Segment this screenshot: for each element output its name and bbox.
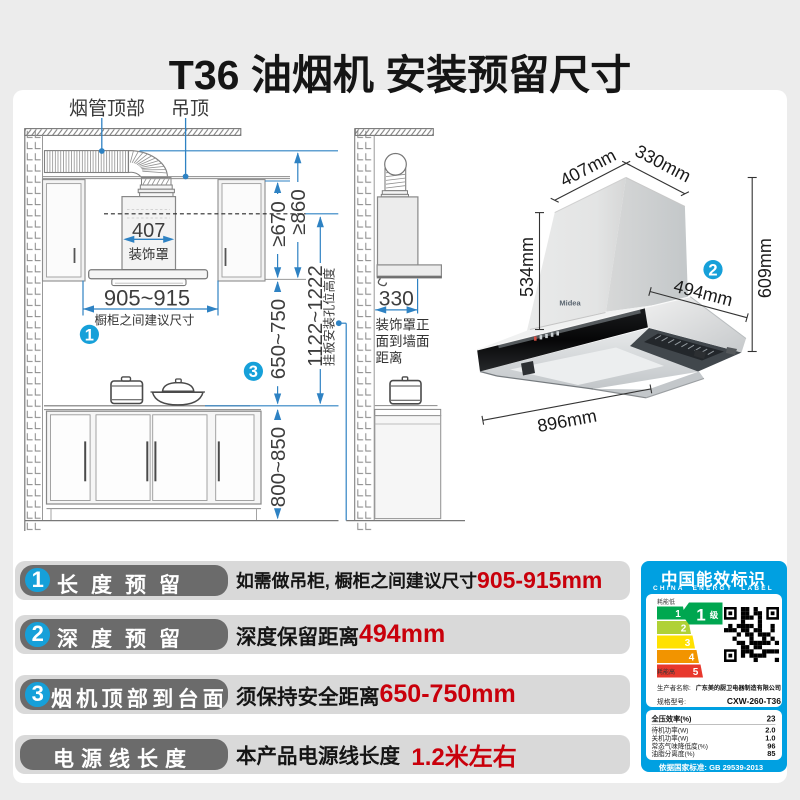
svg-text:650~750: 650~750 [267,299,290,379]
svg-text:85: 85 [767,749,775,758]
svg-text:耗能高: 耗能高 [657,668,675,676]
svg-text:2: 2 [681,624,687,635]
svg-text:待机功率(W): 待机功率(W) [652,726,689,735]
svg-text:关机功率(W): 关机功率(W) [652,733,689,742]
svg-text:534mm: 534mm [517,237,537,297]
svg-text:装饰罩正: 装饰罩正 [376,318,430,333]
svg-text:330: 330 [379,287,414,310]
svg-text:905~915: 905~915 [104,286,190,311]
svg-text:407: 407 [132,220,165,242]
svg-text:2.0: 2.0 [765,726,775,735]
svg-text:距离: 距离 [376,350,403,366]
svg-text:面到墙面: 面到墙面 [376,334,430,349]
svg-text:常态气味降低度(%): 常态气味降低度(%) [652,741,708,750]
svg-text:耗能低: 耗能低 [657,598,675,606]
svg-text:装饰罩: 装饰罩 [128,247,169,262]
svg-text:4: 4 [689,653,695,664]
svg-text:1: 1 [696,606,705,625]
svg-text:1: 1 [85,326,94,344]
svg-text:级: 级 [709,610,719,620]
svg-text:Midea: Midea [559,299,581,308]
svg-text:1: 1 [675,609,681,620]
svg-text:吊顶: 吊顶 [171,99,209,120]
svg-text:3: 3 [249,363,258,381]
svg-text:全压效率(%): 全压效率(%) [651,715,693,724]
svg-text:依据国家标准: GB 29539-2013: 依据国家标准: GB 29539-2013 [659,762,763,772]
svg-text:广东美的厨卫电器制造有限公司: 广东美的厨卫电器制造有限公司 [696,684,781,692]
svg-text:橱柜之间建议尺寸: 橱柜之间建议尺寸 [94,314,194,328]
svg-text:CXW-260-T36: CXW-260-T36 [727,696,781,706]
svg-text:挂板安装孔位高度: 挂板安装孔位高度 [322,268,337,366]
svg-text:2: 2 [708,262,717,280]
svg-text:800~850: 800~850 [267,427,290,507]
svg-text:3: 3 [685,638,691,649]
svg-text:1122~1222: 1122~1222 [304,265,327,367]
svg-text:≥860: ≥860 [287,189,310,234]
svg-text:609mm: 609mm [755,238,775,298]
svg-text:5: 5 [693,667,699,678]
svg-text:23: 23 [767,715,776,724]
svg-text:规格型号:: 规格型号: [657,697,686,706]
svg-text:96: 96 [767,741,775,750]
svg-text:烟管顶部: 烟管顶部 [69,98,145,120]
svg-text:1.0: 1.0 [765,733,775,742]
svg-text:生产者名称:: 生产者名称: [657,683,691,692]
svg-text:油脂分离度(%): 油脂分离度(%) [652,749,695,758]
svg-text:≥670: ≥670 [267,201,290,246]
